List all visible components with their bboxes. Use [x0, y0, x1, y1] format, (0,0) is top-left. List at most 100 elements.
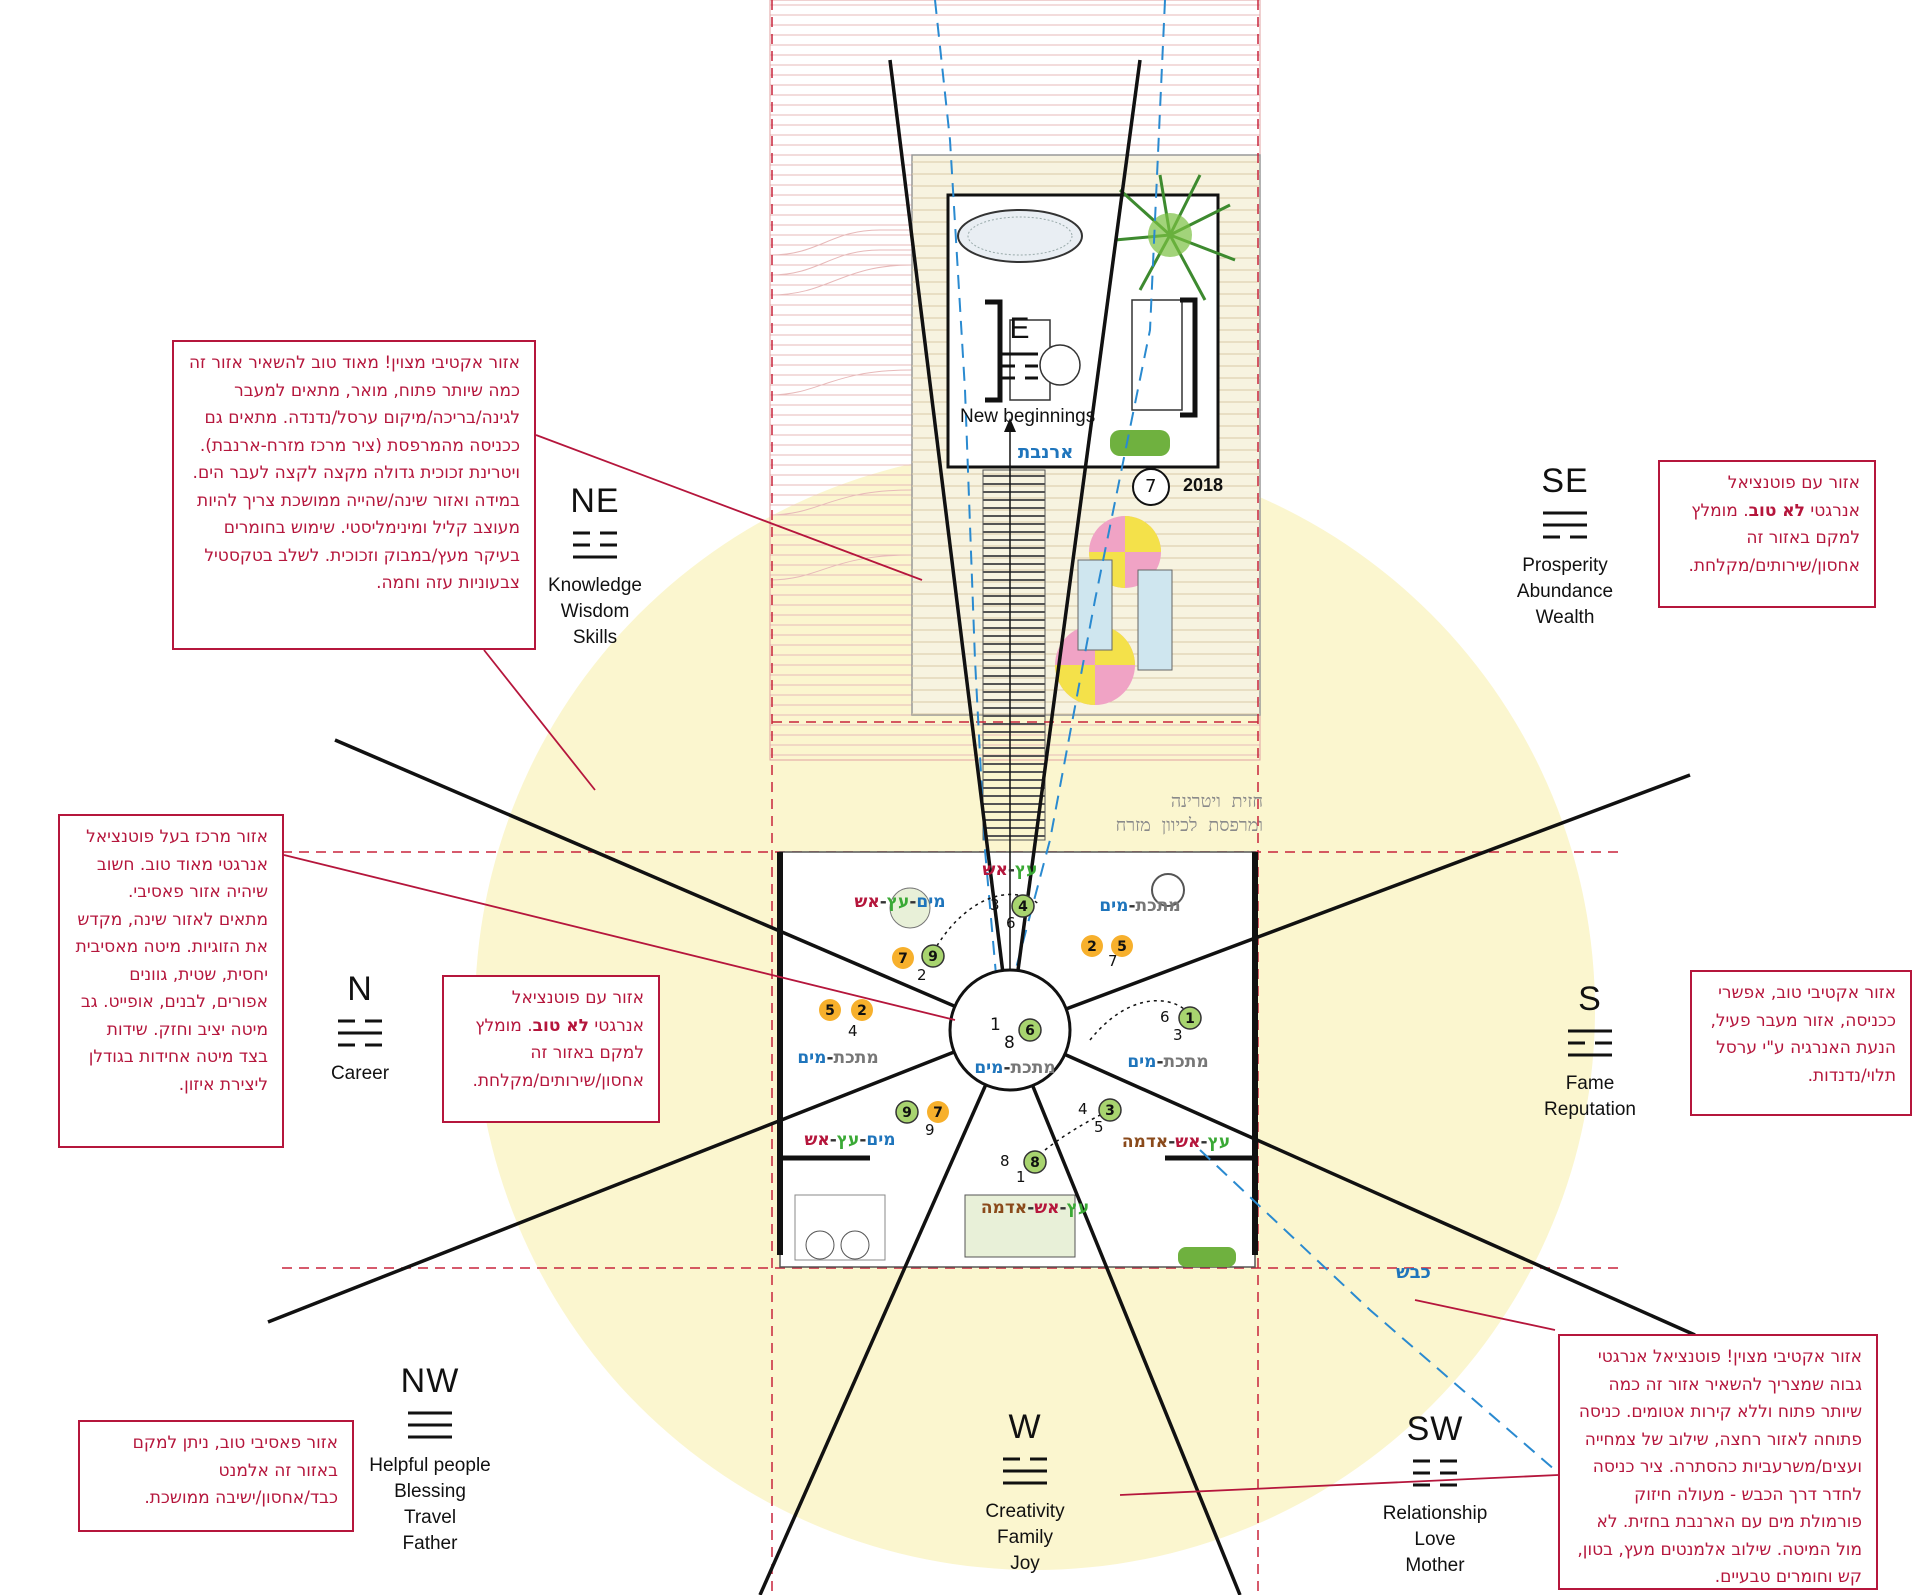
sunbed [1137, 569, 1173, 671]
star-small-number: 3 [1173, 1026, 1183, 1044]
flying-star-badge [1011, 894, 1035, 918]
trigram-icon [1002, 352, 1038, 380]
element-formula-top: עץ-אש [982, 860, 1038, 880]
flying-star-number: 4 [1018, 899, 1028, 915]
sector-line [888, 59, 1012, 1031]
element-formula-ne: מים-עץ-אש [854, 892, 946, 912]
element-formula-se: מתכת-מים [1099, 896, 1181, 916]
star-small-number: 6 [1160, 1008, 1170, 1026]
element-formula-s: מתכת-מים [1127, 1052, 1209, 1072]
note-ne-text: אזור אקטיבי מצוין! מאוד טוב להשאיר אזור … [188, 353, 520, 594]
star-small-number: 6 [1006, 914, 1016, 932]
note-middle-text: אזור עם פוטנציאל אנרגטי לא טוב. מומלץ למ… [472, 988, 644, 1091]
zone-sw-code: SW [1406, 1410, 1464, 1448]
star-small-number: 5 [1094, 1118, 1104, 1136]
star-small-number: 2 [917, 966, 927, 984]
flying-star-badge [892, 947, 914, 969]
zone-n-code: N [347, 970, 373, 1008]
zone-ne-code: NE [570, 482, 620, 520]
star-small-number: 1 [1016, 1168, 1026, 1186]
year-star-number: 7 [1145, 476, 1157, 497]
flying-star-number: 5 [1117, 939, 1127, 955]
flying-star-badge [927, 1101, 949, 1123]
side-table [1151, 873, 1185, 907]
star-small-number: 7 [1108, 952, 1118, 970]
flying-star-number: 3 [1105, 1103, 1115, 1119]
year-label: 2018 [1183, 475, 1224, 495]
flying-star-badge [921, 944, 945, 968]
element-formula-w: עץ-אש-אדמה [980, 1198, 1090, 1218]
note-ne: אזור אקטיבי מצוין! מאוד טוב להשאיר אזור … [172, 340, 536, 650]
note-nw-text: אזור פאסיבי טוב, ניתן למקם באזור זה אלמנ… [132, 1433, 338, 1509]
flying-star-badge [1111, 935, 1133, 957]
trigram-icon [573, 531, 617, 559]
zone-se-code: SE [1541, 462, 1589, 500]
star-small-number: 4 [848, 1022, 858, 1040]
trigram-icon [1543, 511, 1587, 539]
flying-star-badge [1023, 1150, 1047, 1174]
flying-star-number: 6 [1025, 1023, 1035, 1039]
flying-star-badge [1178, 1006, 1202, 1030]
note-connector [1119, 1474, 1559, 1496]
flying-star-number: 2 [857, 1003, 867, 1019]
sector-line [1008, 1029, 1242, 1595]
zone-w-code: W [1008, 1408, 1042, 1446]
star-small-number: 4 [1078, 1100, 1088, 1118]
trigram-icon [338, 1019, 382, 1047]
note-center-text: אזור מרכז בעל פוטנציאל אנרגטי מאוד טוב. … [75, 827, 268, 1095]
zone-s-code: S [1578, 980, 1602, 1018]
hedge [1110, 430, 1170, 456]
zone-e: E [990, 312, 1050, 386]
element-formula-nw: מים-עץ-אש [804, 1130, 896, 1150]
arnevet-label: ארנבת [1018, 442, 1074, 463]
note-sw: אזור אקטיבי מצוין! פוטנציאל אנרגטי גבוה … [1558, 1334, 1878, 1590]
flying-star-badge [1098, 1098, 1122, 1122]
flying-star-number: 7 [898, 951, 908, 967]
note-connector [1414, 1299, 1556, 1331]
sector-line [334, 738, 1011, 1032]
flying-star-number: 1 [1185, 1011, 1195, 1027]
flying-star-number: 7 [933, 1105, 943, 1121]
note-se: אזור עם פוטנציאל אנרגטי לא טוב. מומלץ למ… [1658, 460, 1876, 608]
note-middle: אזור עם פוטנציאל אנרגטי לא טוב. מומלץ למ… [442, 975, 660, 1123]
kitchen-counter [964, 1194, 1076, 1258]
hedge [1178, 1247, 1236, 1267]
note-connector [283, 854, 956, 1021]
element-formula-sw: עץ-אש-אדמה [1121, 1132, 1231, 1152]
trigram-icon [1003, 1457, 1047, 1485]
trigram-icon [1568, 1029, 1612, 1057]
star-small-number: 3 [990, 896, 1000, 914]
jacuzzi [957, 209, 1083, 263]
note-se-text: אזור עם פוטנציאל אנרגטי לא טוב. מומלץ למ… [1688, 473, 1860, 576]
sector-line [758, 1029, 1012, 1595]
axis-lines [934, 0, 1556, 1471]
star-small-number: 9 [925, 1121, 935, 1139]
note-nw: אזור פאסיבי טוב, ניתן למקם באזור זה אלמנ… [78, 1420, 354, 1532]
flying-star-number: 9 [928, 949, 938, 965]
sector-line [1009, 773, 1691, 1032]
year-star [1132, 468, 1170, 506]
zone-nw-code: NW [400, 1362, 460, 1400]
sector-line [267, 1028, 1011, 1324]
center-circle [948, 968, 1072, 1092]
new-beginnings-label: New beginnings [960, 406, 1096, 427]
flying-star-number: 2 [1087, 939, 1097, 955]
deck-waves [769, 229, 913, 581]
kevesh-label: כבש [1396, 1262, 1431, 1283]
zone-n-desc: Career [330, 1063, 390, 1084]
flying-star-badge [1018, 1018, 1042, 1042]
trigram-icon [1413, 1459, 1457, 1487]
